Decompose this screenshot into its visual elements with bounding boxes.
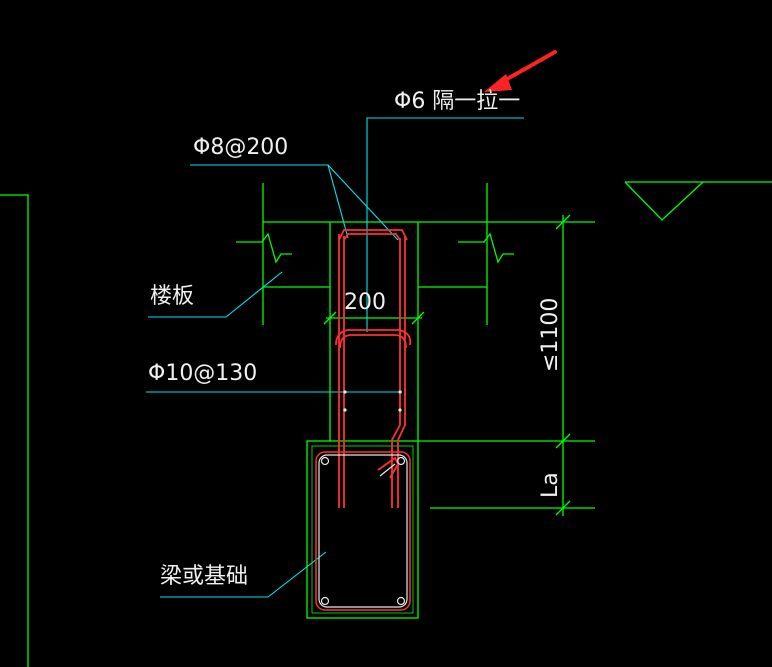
beam-rebar bbox=[315, 451, 411, 611]
beam-leader bbox=[160, 551, 327, 598]
top-u-bar-2 bbox=[338, 229, 408, 241]
rebar-dots bbox=[343, 390, 402, 412]
beam-rebar-white bbox=[318, 454, 408, 608]
bottom-hook bbox=[377, 456, 400, 479]
vertical-bar-right-outer bbox=[397, 236, 406, 508]
dot-3 bbox=[398, 390, 402, 394]
stirrup-leader bbox=[190, 164, 349, 239]
elevation-triangle bbox=[624, 181, 704, 221]
dim-tick-mid bbox=[555, 433, 571, 449]
tie-bar-top-2 bbox=[339, 334, 407, 349]
corner-bar-bl bbox=[320, 596, 330, 606]
dot-4 bbox=[398, 408, 402, 412]
beam-stirrup-inner bbox=[318, 454, 408, 608]
left-boundary-line bbox=[0, 194, 29, 667]
corner-bar-tr bbox=[396, 456, 406, 466]
tie-bar-top bbox=[335, 329, 412, 346]
corner-bar-tl bbox=[320, 456, 330, 466]
break-symbol-left bbox=[236, 232, 292, 264]
structure-outline bbox=[0, 181, 772, 667]
distribution-bar-label: Φ10@130 bbox=[148, 361, 257, 386]
beam-stirrup-outer bbox=[315, 451, 411, 611]
anchorage-label: La bbox=[538, 472, 563, 498]
beam-label: 梁或基础 bbox=[160, 564, 248, 589]
dot-1 bbox=[343, 390, 347, 394]
stirrup-leader-branch bbox=[327, 164, 399, 241]
beam-outline bbox=[306, 440, 419, 619]
corner-bar-br bbox=[396, 596, 406, 606]
slab-label: 楼板 bbox=[150, 284, 194, 309]
top-u-bar bbox=[343, 233, 401, 241]
break-symbol-right bbox=[458, 232, 514, 264]
stirrup-label: Φ8@200 bbox=[193, 135, 288, 160]
tie-bar-label: Φ6 隔一拉一 bbox=[394, 89, 520, 114]
dim-tick-bottom bbox=[555, 500, 571, 516]
beam-inner-outline bbox=[311, 445, 414, 614]
height-limit-label: ≤1100 bbox=[538, 298, 563, 372]
width-dim-tick-right bbox=[411, 311, 425, 325]
tie-bar-leader bbox=[366, 117, 524, 332]
dot-2 bbox=[343, 408, 347, 412]
red-arrow-icon bbox=[484, 50, 557, 92]
wall-rebar bbox=[335, 229, 412, 508]
slab-leader bbox=[148, 271, 283, 318]
leader-lines bbox=[146, 117, 524, 598]
dim-tick-top bbox=[555, 214, 571, 230]
width-dim-tick-left bbox=[323, 311, 337, 325]
beam-stirrup-hook bbox=[379, 463, 396, 477]
wall-thickness-label: 200 bbox=[344, 290, 386, 315]
